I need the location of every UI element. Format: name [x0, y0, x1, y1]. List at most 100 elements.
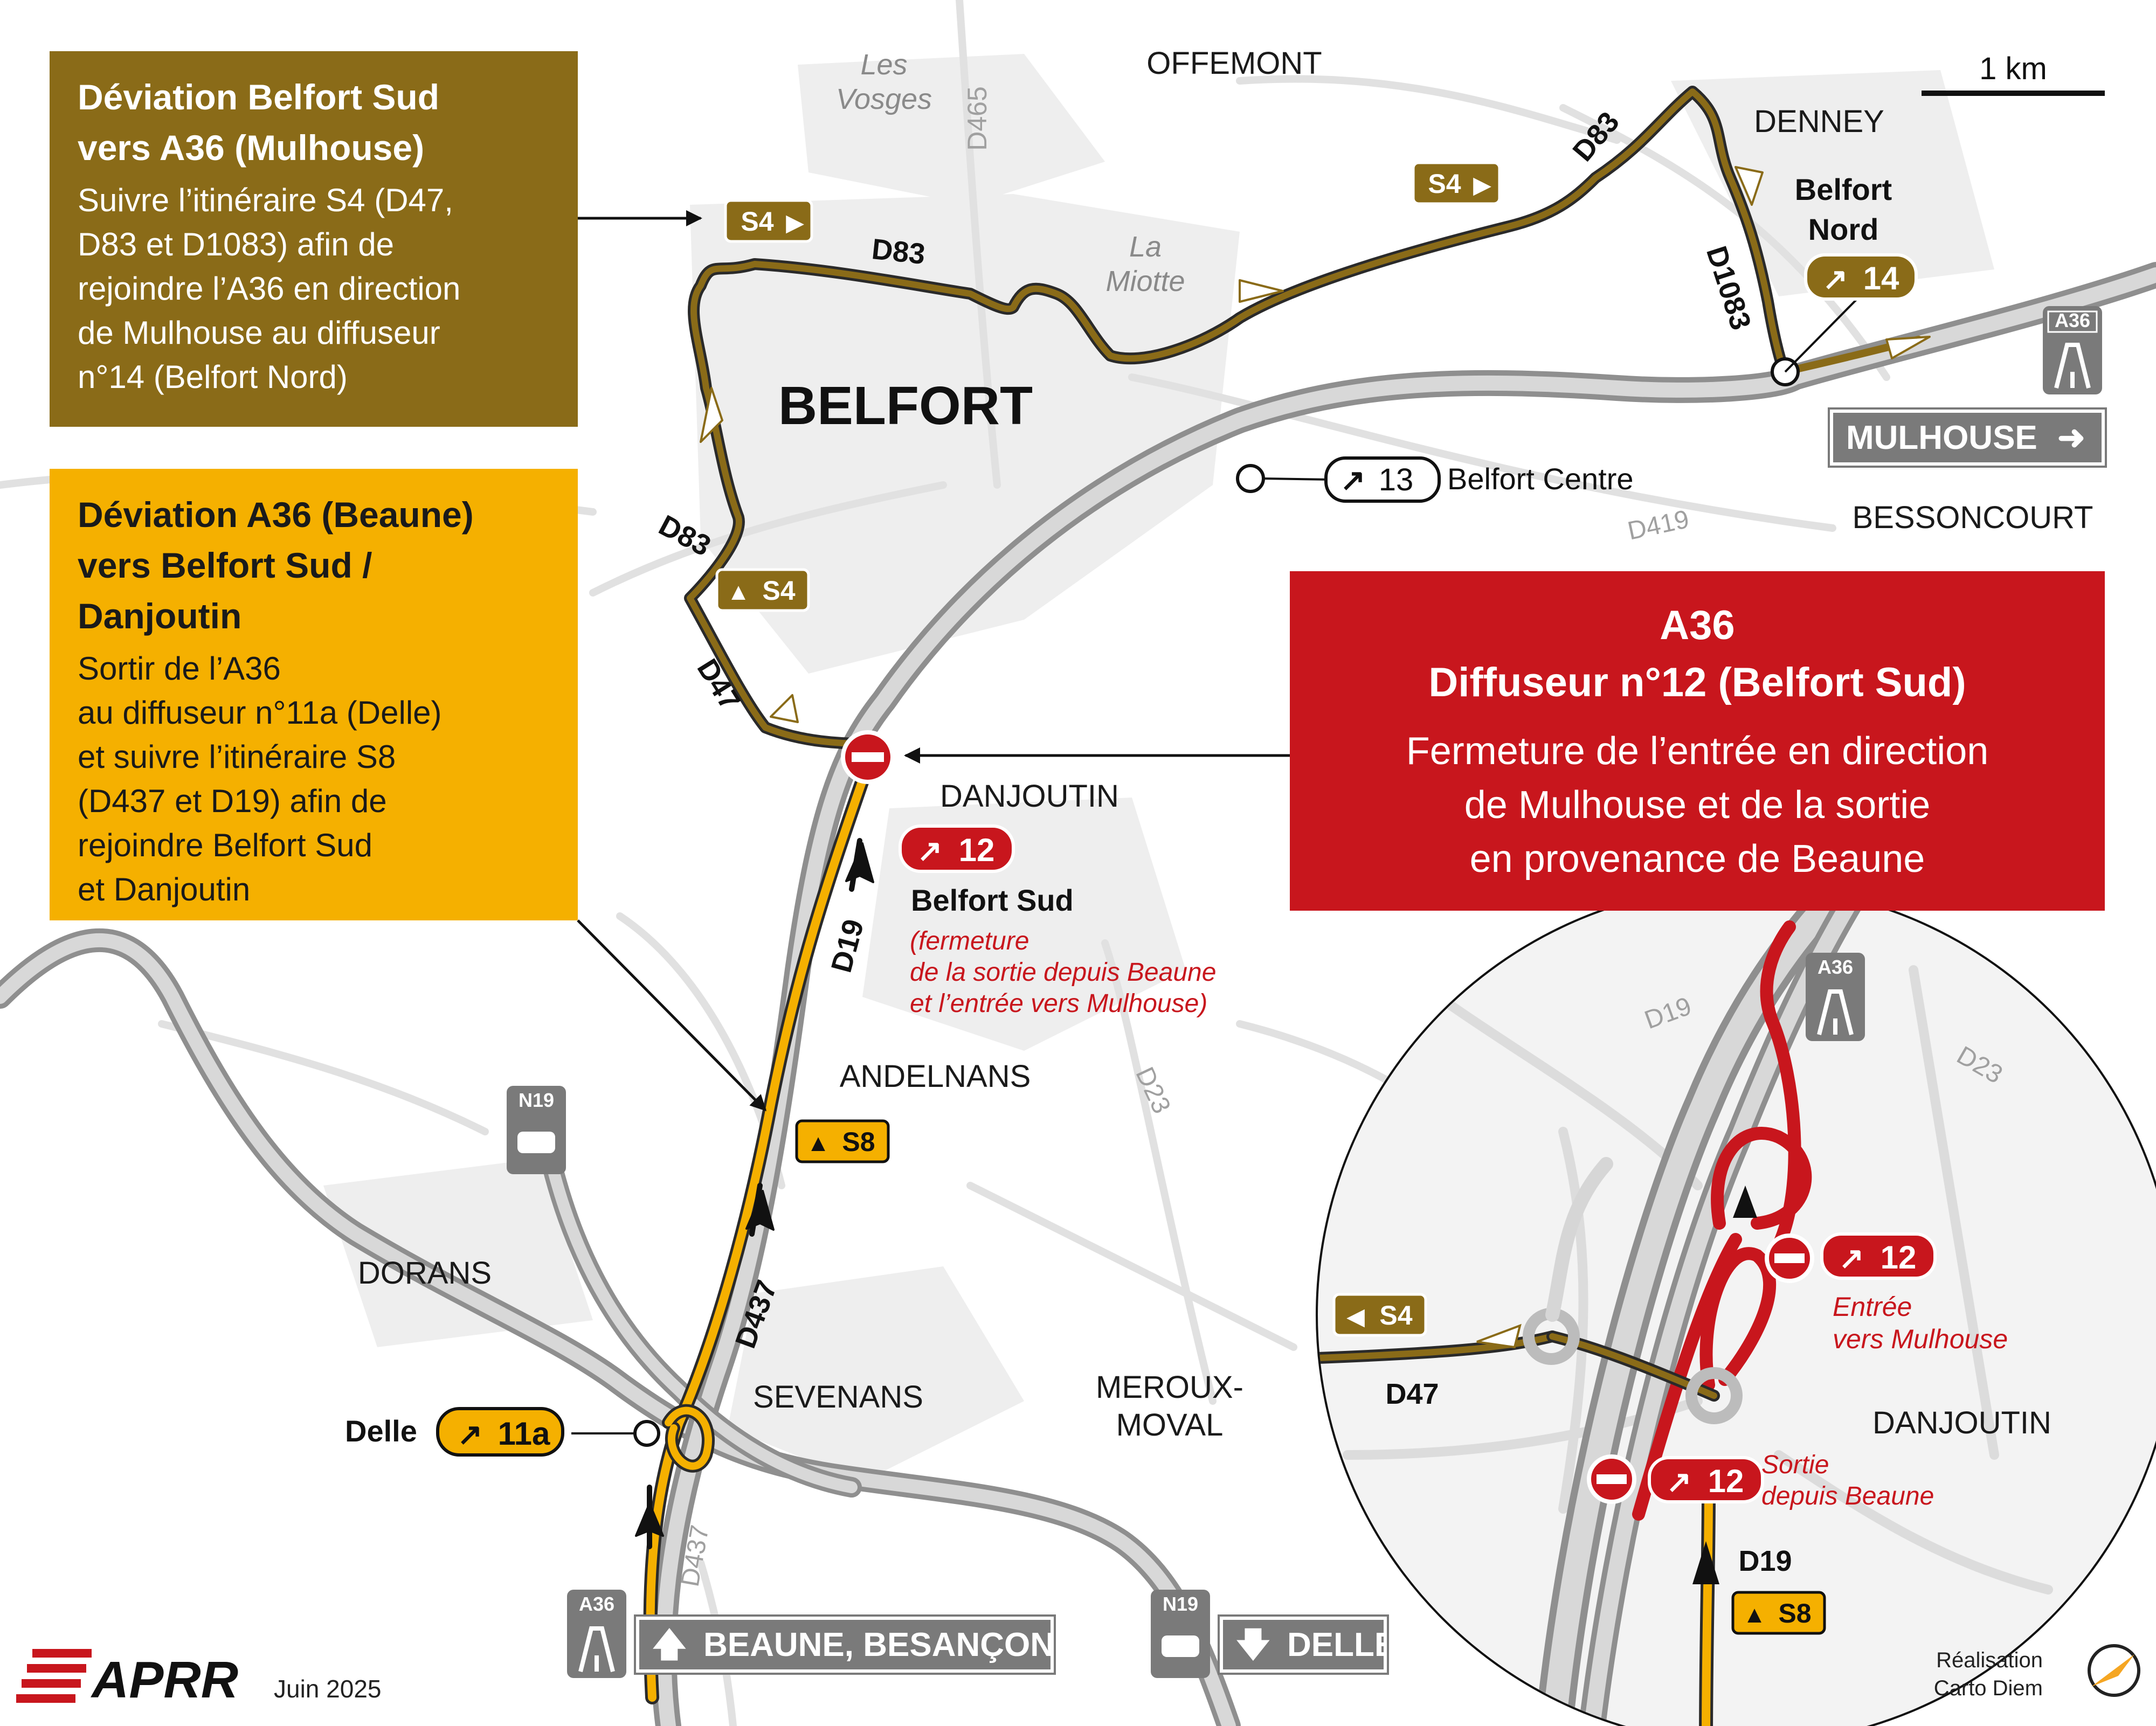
n19-shield-icon	[1151, 1590, 1210, 1678]
route-badge-arrow: ◀	[1346, 1304, 1365, 1330]
arrow-right-icon: ➜	[2057, 419, 2085, 456]
exit-name-belfort-nord: Belfort Nord	[1794, 172, 1892, 246]
road-label-d1083: D1083	[1700, 242, 1757, 334]
a36-shield-icon	[567, 1590, 626, 1678]
place-meroux-moval: MEROUX- MOVAL	[1096, 1370, 1243, 1443]
road-label-d23: D23	[1130, 1063, 1176, 1118]
inset-entree-note: Entrée vers Mulhouse	[1833, 1292, 2008, 1354]
no-entry-icon	[1587, 1454, 1636, 1504]
exit-number-12-inset: 12	[1881, 1239, 1917, 1276]
carto-diem-logo-icon	[2088, 1644, 2140, 1697]
road-label-d19-inset: D19	[1738, 1545, 1792, 1577]
inset-map	[1316, 884, 2156, 1726]
place-belfort: BELFORT	[778, 376, 1033, 436]
direction-label: BEAUNE, BESANÇON	[703, 1626, 1055, 1663]
a36-shield-label: A36	[2055, 309, 2090, 331]
exit-number-12: 12	[959, 832, 995, 868]
info-box-s4: Déviation Belfort Sud vers A36 (Mulhouse…	[50, 51, 578, 427]
road-label-d47-inset: D47	[1385, 1378, 1439, 1410]
arrow-up-icon: 🡅	[652, 1626, 687, 1663]
route-badge-s4: S4	[1428, 169, 1461, 199]
info-box-body: Sortir de l’A36 au diffuseur n°11a (Dell…	[78, 650, 442, 907]
exit-icon-13: ↗	[1340, 463, 1366, 497]
road-shields	[507, 306, 2102, 1678]
place-andelnans: ANDELNANS	[840, 1059, 1031, 1094]
a36-shield-icon	[2043, 306, 2102, 394]
direction-panel-delle: 🡇 DELLE	[1218, 1614, 1397, 1675]
road-label-d437: D437	[729, 1276, 784, 1353]
info-box-title: A36 Diffuseur n°12 (Belfort Sud)	[1428, 602, 1966, 705]
edition-date: Juin 2025	[274, 1675, 382, 1703]
no-entry-icon	[841, 730, 895, 784]
route-badge-arrow: ▲	[806, 1130, 830, 1156]
direction-panel-mulhouse: MULHOUSE ➜	[1828, 407, 2107, 468]
credit-text: Réalisation Carto Diem	[1933, 1648, 2043, 1700]
place-danjoutin-inset: DANJOUTIN	[1872, 1405, 2051, 1440]
route-badge-arrow: ▶	[786, 210, 804, 236]
info-box-s8: Déviation A36 (Beaune) vers Belfort Sud …	[50, 469, 578, 920]
road-label-d419: D419	[1625, 505, 1691, 546]
road-label-d437: D437	[676, 1523, 715, 1589]
urban-areas	[323, 54, 1994, 1482]
exit-number-13: 13	[1379, 462, 1414, 497]
route-badge-s8: S8	[1778, 1598, 1811, 1628]
s4-route	[684, 86, 1931, 750]
exit-icon-12-inset: ↗	[1667, 1465, 1692, 1499]
no-entry-icon	[1765, 1233, 1814, 1283]
belfort-sud-closure-note: (fermeture de la sortie depuis Beaune et…	[910, 927, 1217, 1018]
road-label-d83: D83	[1566, 106, 1626, 167]
road-label-d47: D47	[691, 654, 747, 716]
n19-shield-label: N19	[1163, 1593, 1198, 1615]
route-badge-s4: S4	[762, 576, 795, 606]
road-label-d83: D83	[870, 233, 927, 271]
info-box-body: Suivre l’itinéraire S4 (D47, D83 et D108…	[78, 182, 461, 395]
direction-label: MULHOUSE	[1846, 419, 2037, 456]
exit-icon-12: ↗	[917, 834, 943, 868]
s8-route	[635, 758, 875, 1704]
place-offemont: OFFEMONT	[1146, 46, 1322, 81]
route-badge-s4: S4	[1379, 1300, 1412, 1330]
road-label-d19-inset: D19	[1641, 992, 1695, 1035]
arrow-down-icon: 🡇	[1236, 1626, 1270, 1663]
scale-bar	[1922, 91, 2105, 96]
exit-icon-14: ↗	[1823, 262, 1848, 296]
exit-icon-11a: ↗	[458, 1417, 483, 1451]
exit-name-belfort-sud: Belfort Sud	[911, 883, 1074, 917]
road-label-d465: D465	[962, 86, 992, 151]
exit-name-belfort-centre: Belfort Centre	[1447, 462, 1634, 496]
place-la-miotte: La Miotte	[1105, 231, 1185, 297]
inset-sortie-note: Sortie depuis Beaune	[1761, 1451, 1934, 1510]
info-box-title: Déviation Belfort Sud vers A36 (Mulhouse…	[78, 77, 440, 168]
info-box-closure: A36 Diffuseur n°12 (Belfort Sud) Fermetu…	[1290, 571, 2105, 911]
route-badge-arrow: ▲	[1743, 1602, 1766, 1628]
exit-icon-12-inset: ↗	[1839, 1241, 1864, 1275]
direction-panel-beaune: 🡅 BEAUNE, BESANÇON	[634, 1614, 1056, 1675]
exit-badges	[436, 253, 1937, 1503]
place-denney: DENNEY	[1754, 104, 1884, 139]
exit-number-11a: 11a	[498, 1416, 550, 1452]
place-bessoncourt: BESSONCOURT	[1853, 500, 2093, 535]
road-label-d19: D19	[825, 916, 870, 976]
place-les-vosges: Les Vosges	[835, 48, 932, 115]
road-label-d23-inset: D23	[1952, 1041, 2007, 1090]
n19-shield-icon	[507, 1086, 566, 1174]
aprr-logo-text: APRR	[91, 1651, 238, 1709]
route-badges	[715, 161, 1826, 1635]
route-badge-arrow: ▲	[727, 579, 750, 605]
info-box-title: Déviation A36 (Beaune) vers Belfort Sud …	[78, 495, 474, 636]
place-sevenans: SEVENANS	[753, 1380, 923, 1415]
exit-number-12-inset: 12	[1708, 1463, 1744, 1499]
info-box-body: Fermeture de l’entrée en direction de Mu…	[1406, 730, 1989, 881]
direction-label: DELLE	[1287, 1626, 1397, 1663]
route-badge-s8: S8	[842, 1127, 875, 1157]
scale-label: 1 km	[1979, 51, 2047, 86]
route-badge-s4: S4	[741, 206, 773, 237]
interchange-nodes	[571, 290, 1866, 1447]
exit-number-14: 14	[1863, 260, 1899, 296]
aprr-logo-icon	[16, 1649, 92, 1703]
place-danjoutin: DANJOUTIN	[940, 779, 1119, 814]
road-label-d83: D83	[654, 509, 716, 562]
route-badge-arrow: ▶	[1473, 172, 1491, 198]
a36-shield-label: A36	[1818, 956, 1853, 978]
